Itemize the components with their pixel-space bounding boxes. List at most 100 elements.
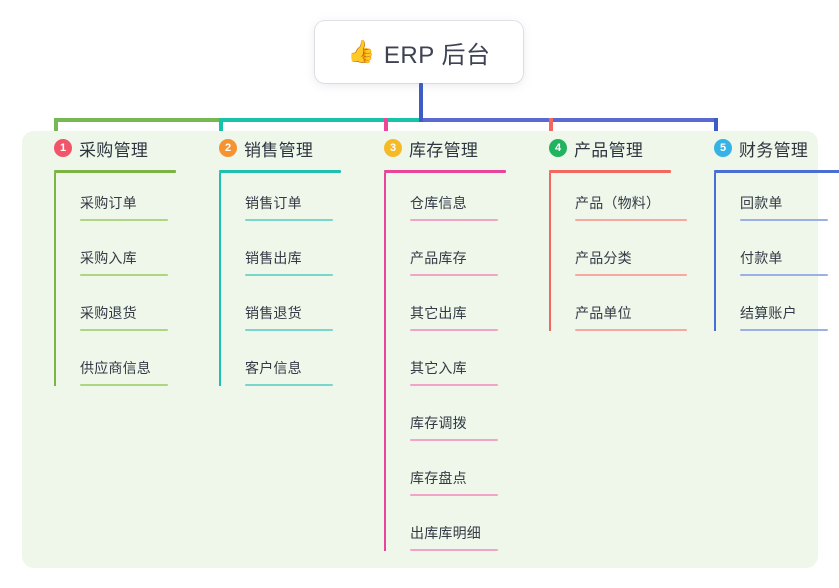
- list-item[interactable]: 其它入库: [384, 331, 538, 386]
- list-item-label: 采购订单: [80, 195, 137, 211]
- list-item-rule: [80, 329, 168, 331]
- list-item[interactable]: 回款单: [714, 173, 839, 221]
- list-item-label: 产品库存: [410, 250, 467, 266]
- column-items: 仓库信息产品库存其它出库其它入库库存调拨库存盘点出库库明细: [384, 173, 538, 551]
- column-items: 采购订单采购入库采购退货供应商信息: [54, 173, 208, 386]
- list-item[interactable]: 采购订单: [54, 173, 208, 221]
- column-header-rule: [54, 170, 176, 173]
- column-spine: [714, 173, 716, 331]
- column-items: 产品（物料） 产品分类产品单位: [549, 173, 713, 331]
- list-item-label: 出库库明细: [410, 525, 481, 541]
- list-item-rule: [245, 329, 333, 331]
- list-item[interactable]: 采购入库: [54, 221, 208, 276]
- list-item-rule: [575, 329, 687, 331]
- list-item-rule: [410, 494, 498, 496]
- list-item[interactable]: 出库库明细: [384, 496, 538, 551]
- list-item[interactable]: 产品分类: [549, 221, 713, 276]
- list-item-rule: [575, 219, 687, 221]
- badge-number-icon: 5: [714, 139, 732, 157]
- list-item-rule: [740, 274, 828, 276]
- list-item-rule: [575, 274, 687, 276]
- column-5: 5 财务管理回款单付款单结算账户: [698, 131, 839, 331]
- list-item[interactable]: 仓库信息: [384, 173, 538, 221]
- list-item-label: 销售退货: [245, 305, 302, 321]
- column-title: 库存管理: [409, 140, 479, 160]
- list-item-rule: [740, 219, 828, 221]
- list-item[interactable]: 其它出库: [384, 276, 538, 331]
- list-item[interactable]: 销售订单: [219, 173, 373, 221]
- list-item[interactable]: 销售出库: [219, 221, 373, 276]
- list-item-rule: [245, 274, 333, 276]
- list-item-rule: [80, 219, 168, 221]
- badge-number-icon: 2: [219, 139, 237, 157]
- column-spine: [219, 173, 221, 386]
- column-4: 4 产品管理产品（物料） 产品分类产品单位: [533, 131, 713, 331]
- column-title: 财务管理: [739, 140, 809, 160]
- list-item[interactable]: 结算账户: [714, 276, 839, 331]
- root-node[interactable]: 👍 ERP 后台: [315, 21, 523, 83]
- list-item[interactable]: 采购退货: [54, 276, 208, 331]
- list-item-label: 付款单: [740, 250, 783, 266]
- badge-number-icon: 3: [384, 139, 402, 157]
- column-2: 2 销售管理销售订单销售出库销售退货客户信息: [203, 131, 373, 386]
- column-title: 销售管理: [244, 140, 314, 160]
- column-header-rule: [549, 170, 671, 173]
- list-item-label: 供应商信息: [80, 360, 151, 376]
- list-item-rule: [410, 384, 498, 386]
- column-header-3[interactable]: 3 库存管理: [368, 131, 538, 165]
- list-item-label: 产品（物料）: [575, 195, 661, 211]
- list-item-label: 销售订单: [245, 195, 302, 211]
- connector-horizontal-segment: [219, 118, 419, 122]
- column-title: 产品管理: [574, 140, 644, 160]
- list-item-rule: [410, 439, 498, 441]
- column-items: 回款单付款单结算账户: [714, 173, 839, 331]
- list-item[interactable]: 付款单: [714, 221, 839, 276]
- column-header-4[interactable]: 4 产品管理: [533, 131, 713, 165]
- list-item[interactable]: 客户信息: [219, 331, 373, 386]
- list-item-rule: [410, 274, 498, 276]
- connector-root-stem: [419, 83, 423, 122]
- page-title: ERP 后台: [383, 41, 491, 69]
- column-spine: [549, 173, 551, 331]
- list-item-label: 产品单位: [575, 305, 632, 321]
- list-item-label: 销售出库: [245, 250, 302, 266]
- badge-number-icon: 4: [549, 139, 567, 157]
- list-item-rule: [410, 219, 498, 221]
- list-item-label: 其它入库: [410, 360, 467, 376]
- list-item-rule: [410, 329, 498, 331]
- list-item[interactable]: 产品库存: [384, 221, 538, 276]
- list-item[interactable]: 库存调拨: [384, 386, 538, 441]
- list-item[interactable]: 供应商信息: [54, 331, 208, 386]
- list-item[interactable]: 库存盘点: [384, 441, 538, 496]
- badge-number-icon: 1: [54, 139, 72, 157]
- column-header-5[interactable]: 5 财务管理: [698, 131, 839, 165]
- column-header-rule: [384, 170, 506, 173]
- list-item-rule: [80, 274, 168, 276]
- list-item-rule: [245, 384, 333, 386]
- list-item-label: 库存调拨: [410, 415, 467, 431]
- thumbs-up-icon: 👍: [347, 39, 375, 64]
- list-item[interactable]: 销售退货: [219, 276, 373, 331]
- list-item-rule: [245, 219, 333, 221]
- list-item-label: 结算账户: [740, 305, 797, 321]
- list-item-label: 库存盘点: [410, 470, 467, 486]
- list-item-label: 采购退货: [80, 305, 137, 321]
- column-header-2[interactable]: 2 销售管理: [203, 131, 373, 165]
- list-item-rule: [740, 329, 828, 331]
- connector-horizontal-segment: [419, 118, 718, 122]
- list-item[interactable]: 产品（物料）: [549, 173, 713, 221]
- column-header-rule: [219, 170, 341, 173]
- list-item-label: 其它出库: [410, 305, 467, 321]
- list-item-rule: [80, 384, 168, 386]
- column-spine: [384, 173, 386, 551]
- connector-horizontal-segment: [54, 118, 219, 122]
- list-item[interactable]: 产品单位: [549, 276, 713, 331]
- column-spine: [54, 173, 56, 386]
- list-item-label: 仓库信息: [410, 195, 467, 211]
- list-item-label: 产品分类: [575, 250, 632, 266]
- list-item-label: 采购入库: [80, 250, 137, 266]
- column-header-rule: [714, 170, 839, 173]
